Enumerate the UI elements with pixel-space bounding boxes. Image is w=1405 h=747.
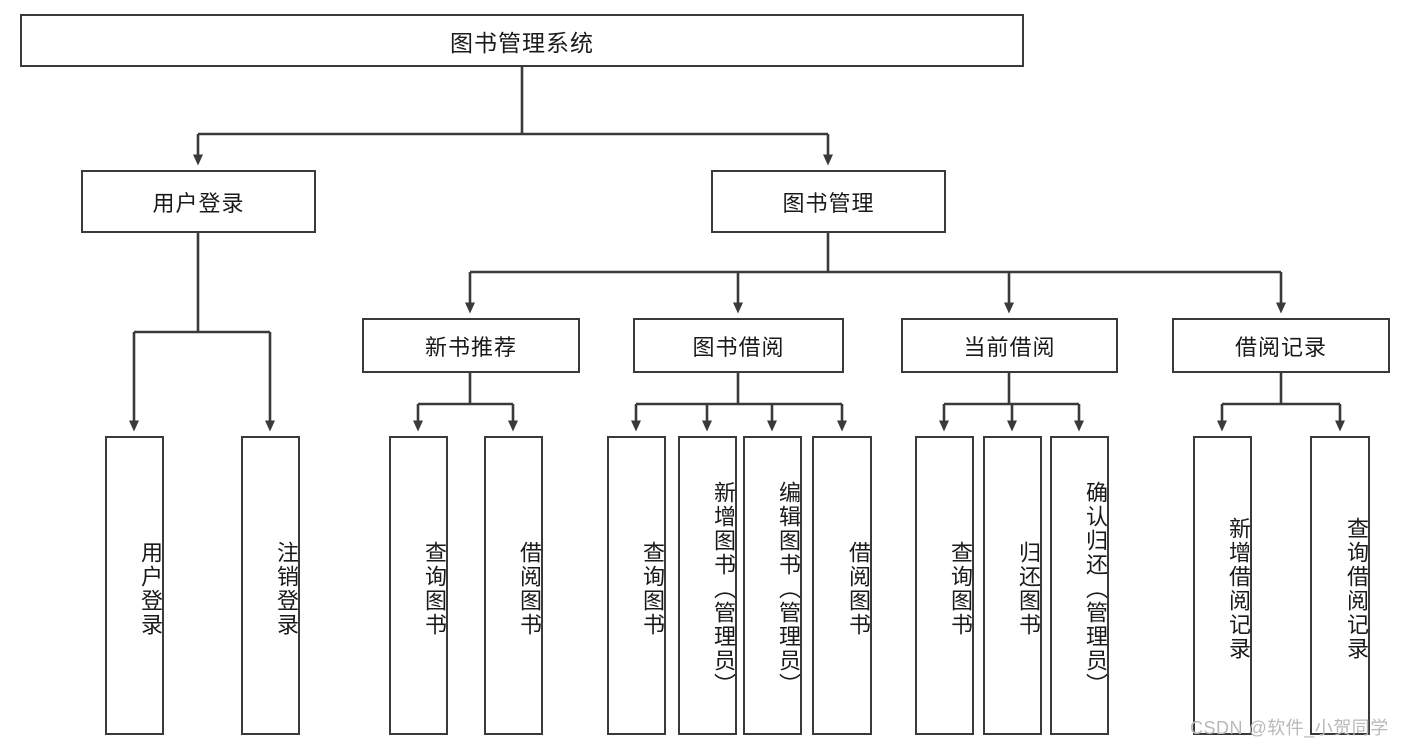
node-root[interactable]: 图书管理系统	[20, 14, 1024, 67]
node-label: 借阅图书	[846, 540, 871, 637]
node-label: 借阅记录	[1234, 334, 1327, 360]
node-leaf-borrow-book-2[interactable]: 借阅图书	[812, 436, 872, 735]
node-leaf-add-book[interactable]: 新增图书（管理员）	[678, 436, 737, 735]
node-borrow-record[interactable]: 借阅记录	[1172, 318, 1390, 373]
node-current-borrow[interactable]: 当前借阅	[901, 318, 1118, 373]
node-leaf-query-book-3[interactable]: 查询图书	[915, 436, 974, 735]
node-book-manage[interactable]: 图书管理	[711, 170, 946, 233]
node-leaf-confirm-return[interactable]: 确认归还（管理员）	[1050, 436, 1109, 735]
node-book-borrow[interactable]: 图书借阅	[633, 318, 844, 373]
node-new-book-recommend[interactable]: 新书推荐	[362, 318, 580, 373]
node-label: 图书借阅	[692, 334, 785, 360]
node-label: 查询图书	[640, 540, 665, 637]
node-label: 新书推荐	[424, 334, 517, 360]
node-label: 查询图书	[948, 540, 973, 637]
node-label: 编辑图书（管理员）	[776, 480, 801, 697]
node-label: 归还图书	[1016, 540, 1041, 637]
node-label: 图书管理系统	[450, 29, 594, 56]
node-leaf-query-book-2[interactable]: 查询图书	[607, 436, 666, 735]
node-label: 确认归还（管理员）	[1083, 480, 1108, 697]
node-leaf-query-book-1[interactable]: 查询图书	[389, 436, 448, 735]
node-user-login[interactable]: 用户登录	[81, 170, 316, 233]
node-label: 查询图书	[422, 540, 447, 637]
node-label: 查询借阅记录	[1344, 516, 1369, 661]
node-leaf-return-book[interactable]: 归还图书	[983, 436, 1042, 735]
node-leaf-edit-book[interactable]: 编辑图书（管理员）	[743, 436, 802, 735]
node-leaf-add-record[interactable]: 新增借阅记录	[1193, 436, 1252, 735]
node-label: 借阅图书	[517, 540, 542, 637]
node-label: 用户登录	[138, 540, 163, 637]
node-label: 当前借阅	[963, 334, 1056, 360]
watermark-text: CSDN @软件_小贺同学	[1190, 718, 1389, 738]
node-leaf-logout[interactable]: 注销登录	[241, 436, 300, 735]
node-label: 注销登录	[274, 540, 299, 637]
node-label: 新增借阅记录	[1226, 516, 1251, 661]
node-label: 新增图书（管理员）	[711, 480, 736, 697]
node-leaf-user-login[interactable]: 用户登录	[105, 436, 164, 735]
node-label: 用户登录	[152, 190, 245, 216]
node-label: 图书管理	[782, 190, 875, 216]
node-leaf-borrow-book-1[interactable]: 借阅图书	[484, 436, 543, 735]
node-leaf-query-record[interactable]: 查询借阅记录	[1310, 436, 1370, 735]
